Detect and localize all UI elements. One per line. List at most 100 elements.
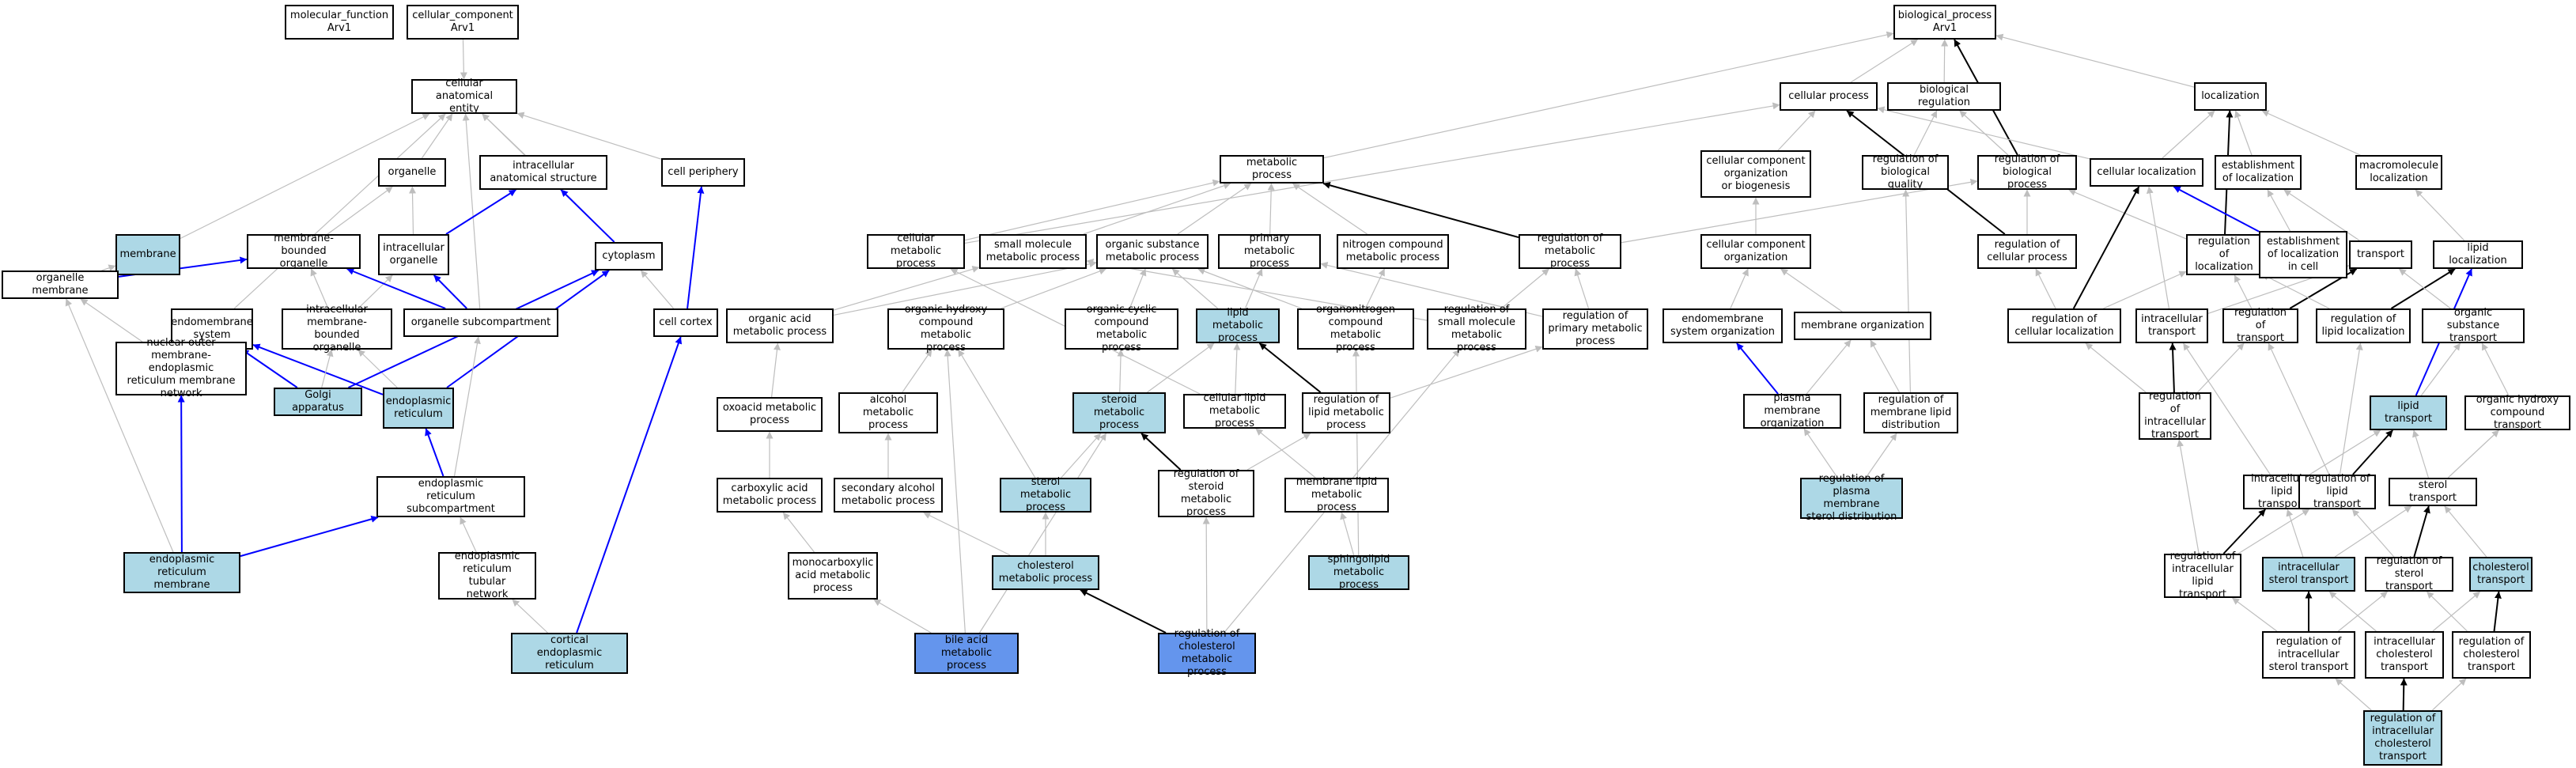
edge-rit-to-it (2169, 342, 2177, 393)
node-cell-cortex: cell cortex (653, 308, 718, 337)
edge-rlmp-to-lmp (1258, 342, 1322, 393)
edge-organelle-to-cae (421, 113, 453, 159)
edge-pmo-to-emso (1736, 342, 1779, 395)
edge-clmp-to-lmp (1233, 342, 1241, 395)
edge-osc-to-mbo (346, 267, 446, 309)
node-organic-acid-metabolic-process: organic acid metabolic process (726, 308, 834, 343)
edge-bamp-to-mcamp (873, 599, 932, 634)
edge-rilt-to-ilt (2222, 509, 2266, 554)
edge-ersub-to-osc (453, 336, 481, 477)
edge-ccob-to-cellproc (1777, 110, 1816, 151)
node-membrane-organization: membrane organization (1794, 312, 1931, 340)
node-cholesterol-transport: cholesterol transport (2469, 557, 2532, 592)
node-organic-hydroxy-compound-metabolic-process: organic hydroxy compound metabolic proce… (887, 304, 1004, 354)
node-metabolic-process: metabolic process (1220, 155, 1324, 183)
edge-cmp-to-mp (964, 179, 1220, 241)
node-sphingolipid-metabolic-process: sphingolipid metabolic process (1308, 554, 1409, 591)
edge-rist-to-rilt (2232, 597, 2278, 632)
edge-rpmsd-to-rmld (1865, 433, 1897, 479)
edge-ems-to-cae (233, 113, 446, 309)
edge-emso-to-cco (1730, 268, 1749, 309)
edge-oxmp-to-oamp (770, 342, 781, 398)
node-regulation-of-steroid-metabolic-process: regulation of steroid metabolic process (1158, 468, 1254, 518)
node-organic-hydroxy-compound-transport: organic hydroxy compound transport (2464, 394, 2570, 431)
edge-io-to-organelle (409, 186, 417, 235)
edge-io-to-ias (445, 189, 516, 235)
node-sterol-metabolic-process: sterol metabolic process (1000, 476, 1091, 513)
edge-splmp-to-oncmp (1352, 349, 1360, 556)
node-establishment-of-localization: establishment of localization (2215, 155, 2302, 190)
edge-eolc-to-eol (2267, 189, 2291, 232)
edge-cellper-to-cae (516, 112, 662, 160)
node-monocarboxylic-acid-metabolic-process: monocarboxylic acid metabolic process (788, 552, 878, 600)
edge-rll-to-lipidloc (2390, 268, 2456, 309)
edge-rmld-to-rbq (1902, 189, 1912, 393)
edge-ist-to-st (2334, 505, 2412, 558)
node-cellular-component-organization: cellular component organization (1700, 234, 1811, 269)
edge-rst-to-st (2413, 505, 2430, 558)
edge-osmp-to-mp (1177, 183, 1252, 235)
edge-rct-to-rst (2427, 591, 2468, 632)
node-cortical-endoplasmic-reticulum: cortical endoplasmic reticulum (511, 633, 628, 674)
edge-mcamp-to-camp (782, 512, 815, 553)
node-nitrogen-compound-metabolic-process: nitrogen compound metabolic process (1337, 234, 1449, 269)
edge-smmp-to-mp (1083, 182, 1231, 235)
edge-lt-to-ost (2420, 342, 2461, 396)
node-regulation-of-biological-quality: regulation of biological quality (1862, 153, 1949, 191)
node-intracellular-organelle: intracellular organelle (378, 234, 449, 275)
node-endoplasmic-reticulum: endoplasmic reticulum (383, 388, 454, 429)
edge-erm-to-ersub (240, 515, 379, 558)
node-cellular-localization: cellular localization (2090, 158, 2203, 187)
edge-rsmmp-to-rmp (1500, 268, 1549, 309)
edge-cellproc-to-bp (1850, 39, 1919, 83)
node-intracellular-cholesterol-transport: intracellular cholesterol transport (2365, 631, 2444, 679)
edge-mp-to-bp (1323, 31, 1894, 159)
node-intracellular-sterol-transport: intracellular sterol transport (2262, 557, 2355, 592)
edge-oamp-to-osmp (833, 260, 1097, 316)
node-organic-substance-metabolic-process: organic substance metabolic process (1096, 234, 1209, 269)
node-golgi-apparatus: Golgi apparatus (274, 388, 362, 416)
node-regulation-of-membrane-lipid-distribution: regulation of membrane lipid distributio… (1863, 392, 1958, 433)
edge-bamp-to-ohcmp (944, 349, 966, 634)
edge-st-to-lt (2412, 429, 2429, 479)
node-cellular-anatomical-entity: cellular anatomical entity (411, 78, 517, 115)
edge-rist-to-rst (2337, 591, 2388, 632)
edge-rct-to-ct (2493, 591, 2502, 632)
node-membrane-bounded-organelle: membrane-bounded organelle (247, 233, 361, 270)
edge-nom-to-om (80, 298, 143, 342)
node-regulation-of-primary-metabolic-process: regulation of primary metabolic process (1542, 308, 1648, 350)
edge-er-to-imbo (357, 349, 398, 388)
edge-stmp-to-lmp (1147, 342, 1215, 393)
node-cell-periphery: cell periphery (661, 158, 745, 187)
edge-ist-to-ilt (2286, 509, 2304, 558)
edge-oncmp-to-ncmp (1364, 268, 1385, 309)
edge-rict-to-rct (2431, 678, 2467, 711)
edge-mml-to-loc (2261, 110, 2361, 156)
edge-ict-to-ist (2328, 591, 2377, 632)
edge-rlmp-to-rpmp (1390, 345, 1543, 399)
edge-rpmp-to-pmp (1320, 262, 1543, 317)
edge-rcl-to-rcp (2035, 268, 2056, 309)
edge-chmp-to-samp (923, 512, 1011, 556)
node-cellular-component-organization-or-biogenesis: cellular component organization or bioge… (1700, 150, 1811, 198)
edge-ilt-to-it (2183, 342, 2271, 475)
node-localization: localization (2194, 82, 2267, 111)
edge-rpmsd-to-pmo (1803, 428, 1838, 479)
edge-celloc-to-loc (2162, 110, 2215, 159)
node-bile-acid-metabolic-process: bile acid metabolic process (914, 633, 1019, 674)
node-sterol-transport: sterol transport (2389, 478, 2477, 506)
node-regulation-of-intracellular-cholesterol-transport: regulation of intracellular cholesterol … (2363, 710, 2442, 766)
node-regulation-of-localization: regulation of localization (2186, 234, 2262, 275)
edge-ertub-to-ersub (460, 516, 477, 553)
edge-om-to-membrane (101, 264, 116, 272)
edge-celloc-to-cellproc (1877, 106, 2090, 160)
edge-rcmp-to-rstmp (1202, 516, 1210, 634)
edge-st-to-ohct (2447, 429, 2499, 479)
edge-rot-to-rol (2234, 274, 2253, 309)
node-er-subcompartment: endoplasmic reticulum subcompartment (376, 476, 525, 517)
node-organelle-membrane: organelle membrane (2, 271, 119, 299)
edge-rilt-to-rit (2177, 439, 2200, 554)
node-regulation-of-cholesterol-transport: regulation of cholesterol transport (2452, 631, 2531, 679)
edge-membrane-to-cae (180, 113, 430, 240)
